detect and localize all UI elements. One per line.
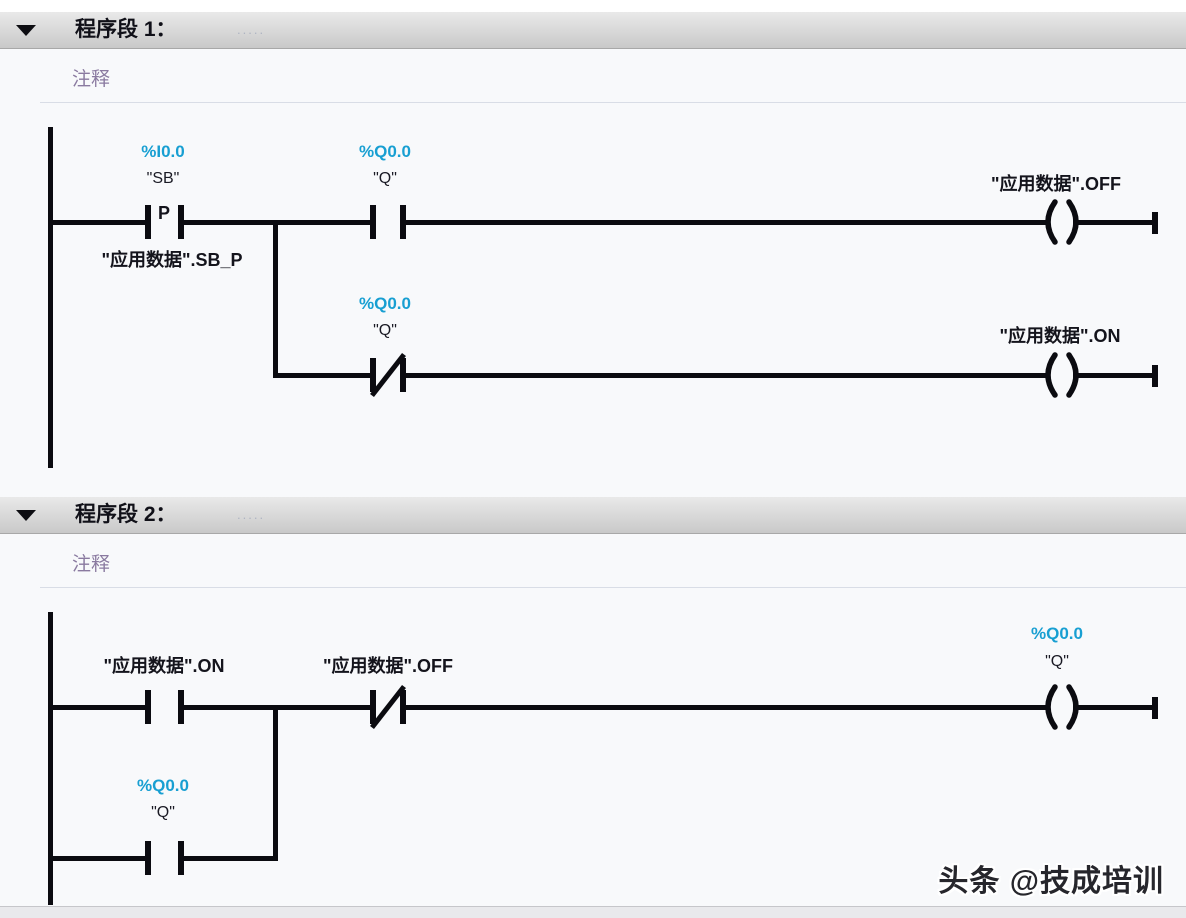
network-1-title: 程序段 1： xyxy=(75,18,177,41)
coil-arc xyxy=(1066,684,1079,730)
wire xyxy=(1073,373,1158,378)
power-rail-right-tick xyxy=(1152,365,1158,387)
no-contact[interactable] xyxy=(145,690,184,724)
network-1-header[interactable]: 程序段 1： ..... xyxy=(0,12,1186,49)
divider xyxy=(40,102,1186,103)
top-strip xyxy=(0,0,1186,12)
output-coil[interactable] xyxy=(1030,351,1094,399)
no-contact[interactable] xyxy=(145,841,184,875)
coil-operand[interactable]: "应用数据".ON xyxy=(999,326,1121,346)
wire xyxy=(184,856,278,861)
operand-address[interactable]: %Q0.0 xyxy=(359,142,411,161)
power-rail-left xyxy=(48,612,53,905)
bottom-scrollbar-strip[interactable] xyxy=(0,906,1186,918)
branch-wire xyxy=(273,220,278,378)
operand-tag[interactable]: "Q" xyxy=(373,322,397,339)
coil-operand[interactable]: "应用数据".OFF xyxy=(990,174,1122,194)
contact-bar xyxy=(178,205,184,239)
operand-tag[interactable]: "Q" xyxy=(373,170,397,187)
coil-tag[interactable]: "Q" xyxy=(1045,653,1069,670)
wire xyxy=(48,856,145,861)
nc-contact[interactable] xyxy=(370,684,406,730)
network-1-comment[interactable]: 注释 xyxy=(72,69,111,90)
contact-bar xyxy=(400,205,406,239)
divider xyxy=(40,587,1186,588)
coil-arc xyxy=(1066,199,1079,245)
network-1-title-placeholder[interactable]: ..... xyxy=(237,22,266,37)
output-coil[interactable] xyxy=(1030,683,1094,731)
collapse-triangle-icon[interactable] xyxy=(16,25,36,36)
watermark: 头条 @技成培训 xyxy=(938,865,1164,898)
contact-bar xyxy=(370,690,376,724)
contact-operand[interactable]: "应用数据".OFF xyxy=(322,656,454,676)
operand-address[interactable]: %I0.0 xyxy=(141,142,185,161)
contact-bar xyxy=(145,205,151,239)
contact-bar xyxy=(145,841,151,875)
wire xyxy=(406,705,1049,710)
branch-wire xyxy=(273,705,278,861)
power-rail-right-tick xyxy=(1152,212,1158,234)
network-2-comment[interactable]: 注释 xyxy=(72,554,111,575)
contact-operand[interactable]: "应用数据".ON xyxy=(103,656,225,676)
contact-bar xyxy=(370,358,376,392)
edge-memory-operand[interactable]: "应用数据".SB_P xyxy=(101,250,243,270)
wire xyxy=(273,373,370,378)
operand-address[interactable]: %Q0.0 xyxy=(137,776,189,795)
power-rail-left xyxy=(48,127,53,468)
contact-bar xyxy=(400,690,406,724)
no-contact[interactable] xyxy=(370,205,406,239)
network-2-header[interactable]: 程序段 2： ..... xyxy=(0,497,1186,534)
contact-bar xyxy=(178,690,184,724)
power-rail-right-tick xyxy=(1152,697,1158,719)
wire xyxy=(406,220,1049,225)
coil-arc xyxy=(1045,199,1058,245)
coil-arc xyxy=(1066,352,1079,398)
operand-tag[interactable]: "SB" xyxy=(146,170,180,187)
coil-address[interactable]: %Q0.0 xyxy=(1031,624,1083,643)
contact-bar xyxy=(400,358,406,392)
wire xyxy=(48,220,145,225)
coil-arc xyxy=(1045,684,1058,730)
wire xyxy=(1073,705,1158,710)
p-contact-letter: P xyxy=(157,203,171,223)
p-edge-contact[interactable] xyxy=(145,205,184,239)
contact-bar xyxy=(370,205,376,239)
output-coil[interactable] xyxy=(1030,198,1094,246)
contact-bar xyxy=(145,690,151,724)
wire xyxy=(406,373,1049,378)
operand-address[interactable]: %Q0.0 xyxy=(359,294,411,313)
network-2-title-placeholder[interactable]: ..... xyxy=(237,507,266,522)
coil-arc xyxy=(1045,352,1058,398)
wire xyxy=(48,705,145,710)
operand-tag[interactable]: "Q" xyxy=(151,804,175,821)
nc-contact[interactable] xyxy=(370,352,406,398)
wire xyxy=(1073,220,1158,225)
contact-bar xyxy=(178,841,184,875)
collapse-triangle-icon[interactable] xyxy=(16,510,36,521)
network-2-title: 程序段 2： xyxy=(75,503,177,526)
